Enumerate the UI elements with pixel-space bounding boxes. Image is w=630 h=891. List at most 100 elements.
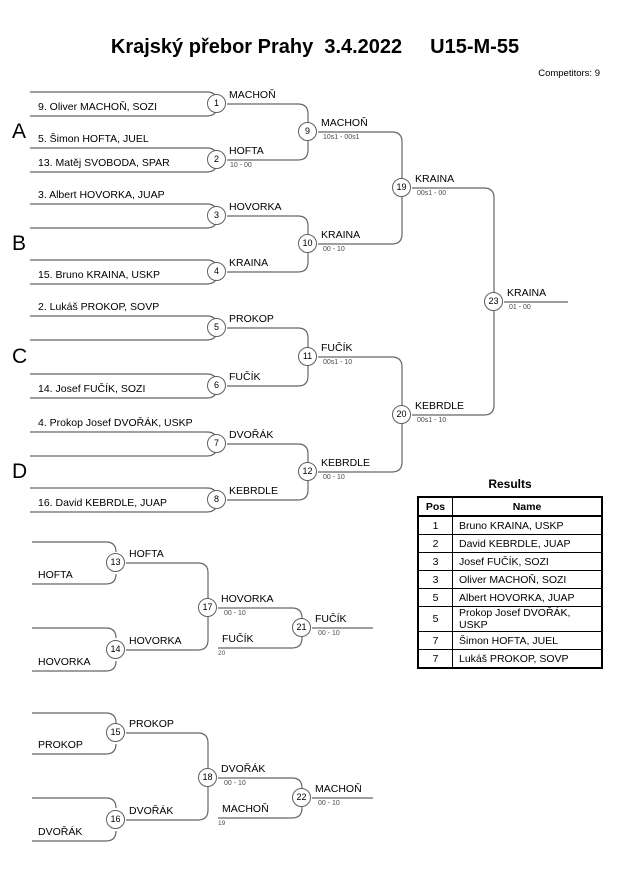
match-circle-23: 23 bbox=[484, 292, 503, 311]
winner-name-m3: HOVORKA bbox=[229, 201, 282, 213]
match-circle-5: 5 bbox=[207, 318, 226, 337]
repechage-feed-name: MACHOŇ bbox=[222, 803, 269, 815]
match-circle-2: 2 bbox=[207, 150, 226, 169]
pos-cell: 3 bbox=[417, 570, 453, 589]
match-score-m2: 10 - 00 bbox=[230, 162, 252, 169]
winner-name-m14: HOVORKA bbox=[129, 635, 182, 647]
results-header-row: Pos Name bbox=[417, 496, 603, 517]
winner-name-m23: KRAINA bbox=[507, 287, 547, 299]
pos-cell: 5 bbox=[417, 588, 453, 607]
match-score-m19: 00s1 - 00 bbox=[417, 190, 447, 197]
winner-name-m18: DVOŘÁK bbox=[221, 763, 266, 775]
tournament-title: Krajský přebor Prahy 3.4.2022 bbox=[110, 36, 403, 58]
match-score-m12: 00 - 10 bbox=[323, 474, 345, 481]
repechage-entry: HOFTA bbox=[38, 569, 73, 581]
pos-cell: 1 bbox=[417, 515, 453, 535]
group-label-c: C bbox=[12, 345, 28, 368]
name-cell: Šimon HOFTA, JUEL bbox=[452, 631, 603, 650]
winner-name-m7: DVOŘÁK bbox=[229, 429, 274, 441]
winner-name-m6: FUČÍK bbox=[229, 371, 261, 383]
seed-name: 3. Albert HOVORKA, JUAP bbox=[38, 189, 165, 201]
match-score-m23: 01 - 00 bbox=[509, 304, 531, 311]
match-circle-14: 14 bbox=[106, 640, 125, 659]
seed-name: 5. Šimon HOFTA, JUEL bbox=[38, 133, 149, 145]
match-score-m10: 00 - 10 bbox=[323, 246, 345, 253]
winner-name-m13: HOFTA bbox=[129, 548, 164, 560]
group-label-a: A bbox=[12, 120, 27, 143]
seed-name: 14. Josef FUČÍK, SOZI bbox=[38, 383, 146, 395]
match-circle-18: 18 bbox=[198, 768, 217, 787]
group-label-d: D bbox=[12, 460, 28, 483]
category-label: U15-M-55 bbox=[430, 36, 520, 58]
match-score-m9: 10s1 - 00s1 bbox=[323, 134, 360, 141]
winner-name-m19: KRAINA bbox=[415, 173, 455, 185]
repechage-entry: DVOŘÁK bbox=[38, 826, 83, 838]
winner-name-m8: KEBRDLE bbox=[229, 485, 279, 497]
match-circle-6: 6 bbox=[207, 376, 226, 395]
match-score-m22: 00 - 10 bbox=[318, 800, 340, 807]
pos-cell: 7 bbox=[417, 631, 453, 650]
seed-name: 16. David KEBRDLE, JUAP bbox=[38, 497, 167, 509]
match-circle-11: 11 bbox=[298, 347, 317, 366]
name-cell: Albert HOVORKA, JUAP bbox=[452, 588, 603, 607]
seed-name: 9. Oliver MACHOŇ, SOZI bbox=[38, 101, 158, 113]
name-cell: David KEBRDLE, JUAP bbox=[452, 534, 603, 553]
match-circle-8: 8 bbox=[207, 490, 226, 509]
winner-name-m11: FUČÍK bbox=[321, 342, 353, 354]
column-header-name: Name bbox=[452, 496, 603, 517]
match-circle-7: 7 bbox=[207, 434, 226, 453]
winner-name-m17: HOVORKA bbox=[221, 593, 274, 605]
winner-name-m21: FUČÍK bbox=[315, 613, 347, 625]
winner-name-m22: MACHOŇ bbox=[315, 783, 362, 795]
repechage-lines bbox=[32, 541, 373, 842]
results-title: Results bbox=[488, 477, 532, 491]
match-score-m21: 00 - 10 bbox=[318, 630, 340, 637]
repechage-feed-name: FUČÍK bbox=[222, 633, 254, 645]
competitors-count: Competitors: 9 bbox=[538, 68, 600, 79]
winner-name-m15: PROKOP bbox=[129, 718, 174, 730]
winner-name-m1: MACHOŇ bbox=[229, 89, 276, 101]
repechage-entry: PROKOP bbox=[38, 739, 83, 751]
pos-cell: 2 bbox=[417, 534, 453, 553]
winner-name-m5: PROKOP bbox=[229, 313, 274, 325]
match-circle-10: 10 bbox=[298, 234, 317, 253]
column-header-pos: Pos bbox=[417, 496, 453, 517]
seed-name: 4. Prokop Josef DVOŘÁK, USKP bbox=[38, 417, 193, 429]
name-cell: Prokop Josef DVOŘÁK, USKP bbox=[452, 606, 603, 632]
page-title: Krajský přebor Prahy 3.4.2022 U15-M-55 bbox=[0, 36, 630, 59]
name-cell: Lukáš PROKOP, SOVP bbox=[452, 649, 603, 669]
winner-name-m10: KRAINA bbox=[321, 229, 361, 241]
seed-name: 13. Matěj SVOBODA, SPAR bbox=[38, 157, 170, 169]
pos-cell: 7 bbox=[417, 649, 453, 669]
group-label-b: B bbox=[12, 232, 27, 255]
match-score-m18: 00 - 10 bbox=[224, 780, 246, 787]
winner-name-m12: KEBRDLE bbox=[321, 457, 371, 469]
match-circle-21: 21 bbox=[292, 618, 311, 637]
feed-source-match: 19 bbox=[218, 820, 226, 827]
winner-name-m4: KRAINA bbox=[229, 257, 269, 269]
seed-name: 2. Lukáš PROKOP, SOVP bbox=[38, 301, 160, 313]
pos-cell: 3 bbox=[417, 552, 453, 571]
match-circle-22: 22 bbox=[292, 788, 311, 807]
pos-cell: 5 bbox=[417, 606, 453, 632]
name-cell: Josef FUČÍK, SOZI bbox=[452, 552, 603, 571]
name-cell: Oliver MACHOŇ, SOZI bbox=[452, 570, 603, 589]
match-circle-13: 13 bbox=[106, 553, 125, 572]
feed-source-match: 20 bbox=[218, 650, 226, 657]
match-circle-4: 4 bbox=[207, 262, 226, 281]
winner-name-m20: KEBRDLE bbox=[415, 400, 465, 412]
match-circle-3: 3 bbox=[207, 206, 226, 225]
repechage-entry: HOVORKA bbox=[38, 656, 91, 668]
match-score-m11: 00s1 - 10 bbox=[323, 359, 353, 366]
match-circle-17: 17 bbox=[198, 598, 217, 617]
